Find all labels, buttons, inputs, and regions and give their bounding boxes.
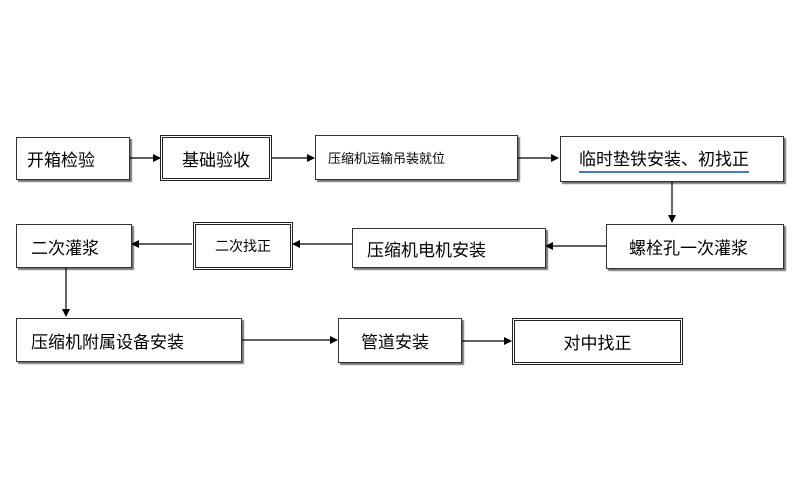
step-label: 开箱检验 [27, 151, 95, 171]
step-label: 压缩机电机安装 [367, 240, 486, 261]
step-label: 基础验收 [182, 150, 250, 171]
step-label: 临时垫铁安装、初找正 [579, 145, 749, 173]
step-centering-alignment: 对中找正 [512, 318, 683, 365]
step-foundation-acceptance: 基础验收 [160, 135, 272, 181]
step-compressor-transport: 压缩机运输吊装就位 [315, 135, 518, 180]
step-motor-installation: 压缩机电机安装 [352, 228, 546, 268]
step-second-grouting: 二次灌浆 [16, 224, 132, 268]
step-label: 压缩机附属设备安装 [31, 332, 184, 353]
step-label: 螺栓孔一次灌浆 [629, 239, 748, 259]
step-auxiliary-equipment: 压缩机附属设备安装 [16, 318, 242, 362]
step-label: 压缩机运输吊装就位 [328, 152, 446, 167]
step-label: 二次灌浆 [31, 238, 99, 259]
step-label: 管道安装 [361, 333, 429, 353]
step-temp-shim-alignment: 临时垫铁安装、初找正 [560, 136, 784, 182]
step-bolt-hole-first-grouting: 螺栓孔一次灌浆 [606, 224, 784, 269]
step-piping-installation: 管道安装 [338, 318, 462, 363]
step-second-alignment: 二次找正 [193, 222, 293, 270]
step-label: 二次找正 [215, 239, 271, 255]
step-label: 对中找正 [563, 334, 632, 354]
step-unpack-inspect: 开箱检验 [16, 137, 130, 180]
